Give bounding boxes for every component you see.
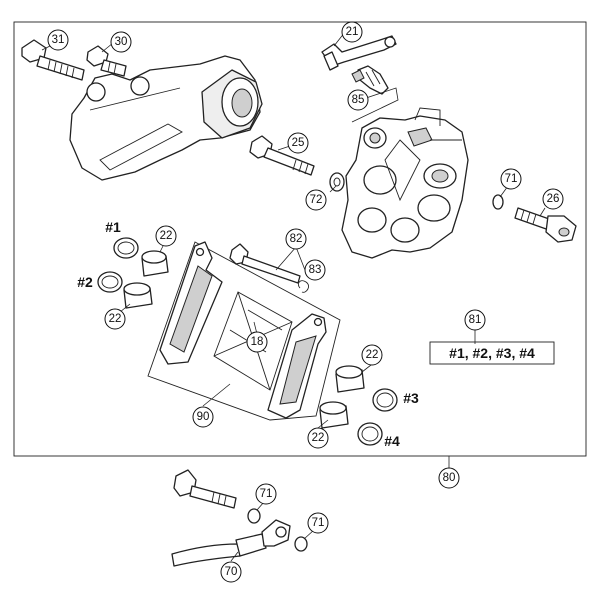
svg-text:80: 80 xyxy=(443,472,456,484)
callout-90: 90 xyxy=(192,406,214,428)
bolt-31 xyxy=(21,39,85,81)
svg-text:22: 22 xyxy=(366,349,379,361)
svg-text:22: 22 xyxy=(312,432,325,444)
callout-85: 85 xyxy=(347,89,369,111)
o-ring-1 xyxy=(113,237,139,259)
pad-set-frame xyxy=(147,241,341,421)
assembly-frame xyxy=(13,21,587,457)
svg-text:22: 22 xyxy=(109,313,122,325)
pad-set-label: #1, #2, #3, #4 xyxy=(449,345,535,361)
callout-22-b: 22 xyxy=(104,308,126,330)
o-ring-2 xyxy=(97,271,123,293)
svg-text:21: 21 xyxy=(346,26,359,38)
callout-22-d: 22 xyxy=(307,427,329,449)
clip-83 xyxy=(297,280,309,293)
label-hash-2: #2 xyxy=(77,274,93,290)
callout-31: 31 xyxy=(47,29,69,51)
callout-22-c: 22 xyxy=(361,344,383,366)
piston-upper-left xyxy=(141,250,169,277)
caliper-body xyxy=(341,107,469,259)
svg-text:81: 81 xyxy=(469,314,482,326)
callout-81: 81 xyxy=(464,309,486,331)
label-hash-1: #1 xyxy=(105,219,121,235)
callout-25: 25 xyxy=(287,132,309,154)
svg-text:22: 22 xyxy=(160,230,173,242)
brake-hose-70 xyxy=(171,519,291,567)
piston-lower-left xyxy=(123,282,153,309)
svg-text:72: 72 xyxy=(310,194,323,206)
caliper-bracket xyxy=(69,55,263,181)
brake-pad-left xyxy=(159,241,223,365)
callout-26: 26 xyxy=(542,188,564,210)
callout-72: 72 xyxy=(305,189,327,211)
o-ring-3 xyxy=(372,388,398,412)
bolt-26 xyxy=(514,207,577,243)
svg-text:71: 71 xyxy=(260,488,273,500)
svg-text:90: 90 xyxy=(197,411,210,423)
svg-text:71: 71 xyxy=(312,517,325,529)
washer-72 xyxy=(329,172,345,192)
svg-text:70: 70 xyxy=(225,566,238,578)
label-hash-4: #4 xyxy=(384,433,400,449)
banjo-bolt xyxy=(173,469,237,509)
callout-82: 82 xyxy=(285,228,307,250)
label-hash-3: #3 xyxy=(403,390,419,406)
pin-82 xyxy=(229,243,301,284)
callout-83: 83 xyxy=(304,259,326,281)
callout-21: 21 xyxy=(341,21,363,43)
svg-text:18: 18 xyxy=(251,336,264,348)
callout-18: 18 xyxy=(246,331,268,353)
svg-text:26: 26 xyxy=(547,193,560,205)
svg-text:82: 82 xyxy=(290,233,303,245)
piston-lower-right xyxy=(319,401,349,429)
callout-22-a: 22 xyxy=(155,225,177,247)
washer-71-lower-a xyxy=(247,508,261,524)
svg-text:30: 30 xyxy=(115,36,128,48)
callout-71-lower-b: 71 xyxy=(307,512,329,534)
washer-71-upper xyxy=(492,194,504,210)
svg-text:85: 85 xyxy=(352,94,365,106)
callout-80: 80 xyxy=(438,467,460,489)
callout-71-upper: 71 xyxy=(500,168,522,190)
svg-text:83: 83 xyxy=(309,264,322,276)
bleed-nipple-85 xyxy=(351,65,389,95)
piston-upper-right xyxy=(335,365,365,393)
bleed-fitting-21 xyxy=(321,35,397,71)
callout-71-lower-a: 71 xyxy=(255,483,277,505)
brake-pad-right xyxy=(267,313,327,419)
pad-set-box: #1, #2, #3, #4 xyxy=(429,341,555,365)
washer-71-lower-b xyxy=(294,536,308,552)
bolt-25 xyxy=(249,135,315,176)
svg-text:25: 25 xyxy=(292,137,305,149)
svg-text:71: 71 xyxy=(505,173,518,185)
callout-70: 70 xyxy=(220,561,242,583)
o-ring-4 xyxy=(357,422,383,446)
svg-text:31: 31 xyxy=(52,34,65,46)
callout-30: 30 xyxy=(110,31,132,53)
